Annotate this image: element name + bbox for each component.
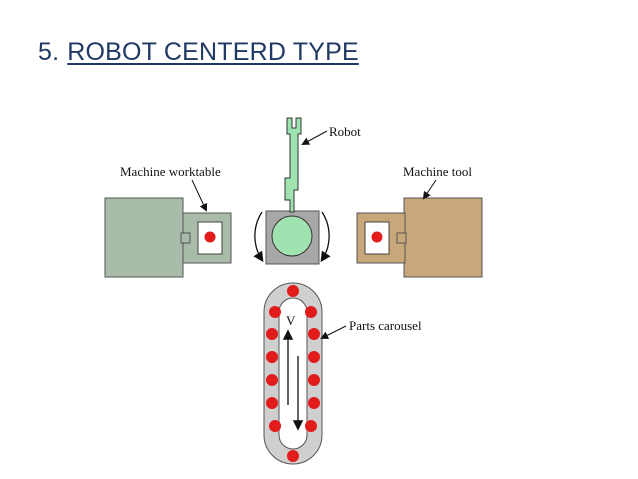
robot-leader bbox=[301, 130, 328, 145]
carousel-leader bbox=[320, 325, 347, 339]
slide-title: 5.ROBOT CENTERD TYPE bbox=[38, 38, 359, 67]
carousel-part bbox=[269, 420, 281, 432]
machine-tool-label: Machine tool bbox=[403, 164, 472, 179]
carousel-part bbox=[269, 306, 281, 318]
carousel-part bbox=[266, 397, 278, 409]
rotation-arrow-right bbox=[320, 211, 331, 263]
rotation-arrow-left bbox=[253, 211, 264, 263]
machine-tool-body bbox=[403, 197, 483, 278]
robot-body bbox=[271, 215, 313, 257]
title-text: ROBOT CENTERD TYPE bbox=[67, 38, 359, 66]
carousel-part bbox=[308, 374, 320, 386]
carousel-part bbox=[266, 374, 278, 386]
title-number: 5. bbox=[38, 38, 60, 66]
worktable-part bbox=[204, 231, 216, 243]
machine-tool-part bbox=[371, 231, 383, 243]
machine-tool-fixture bbox=[364, 221, 390, 255]
carousel-part bbox=[308, 328, 320, 340]
machine-tool-spindle bbox=[396, 232, 407, 244]
worktable-leader bbox=[191, 179, 208, 212]
parts-carousel: V bbox=[263, 282, 323, 465]
carousel-part bbox=[308, 351, 320, 363]
robot-arm bbox=[284, 117, 302, 213]
machine-tool-leader bbox=[422, 179, 437, 200]
velocity-label: V bbox=[286, 313, 296, 328]
worktable-spindle bbox=[180, 232, 191, 244]
carousel-part bbox=[266, 328, 278, 340]
worktable-body bbox=[104, 197, 184, 278]
worktable-fixture bbox=[197, 221, 223, 255]
machine-worktable bbox=[104, 197, 232, 278]
robot bbox=[253, 117, 331, 265]
carousel-part bbox=[305, 420, 317, 432]
carousel-part bbox=[287, 285, 299, 297]
carousel-part bbox=[266, 351, 278, 363]
machine-worktable-label: Machine worktable bbox=[120, 164, 221, 179]
carousel-part bbox=[308, 397, 320, 409]
carousel-part bbox=[305, 306, 317, 318]
carousel-parts bbox=[266, 285, 320, 462]
machine-tool bbox=[356, 197, 483, 278]
robot-label: Robot bbox=[329, 124, 361, 139]
parts-carousel-label: Parts carousel bbox=[349, 318, 422, 333]
carousel-part bbox=[287, 450, 299, 462]
